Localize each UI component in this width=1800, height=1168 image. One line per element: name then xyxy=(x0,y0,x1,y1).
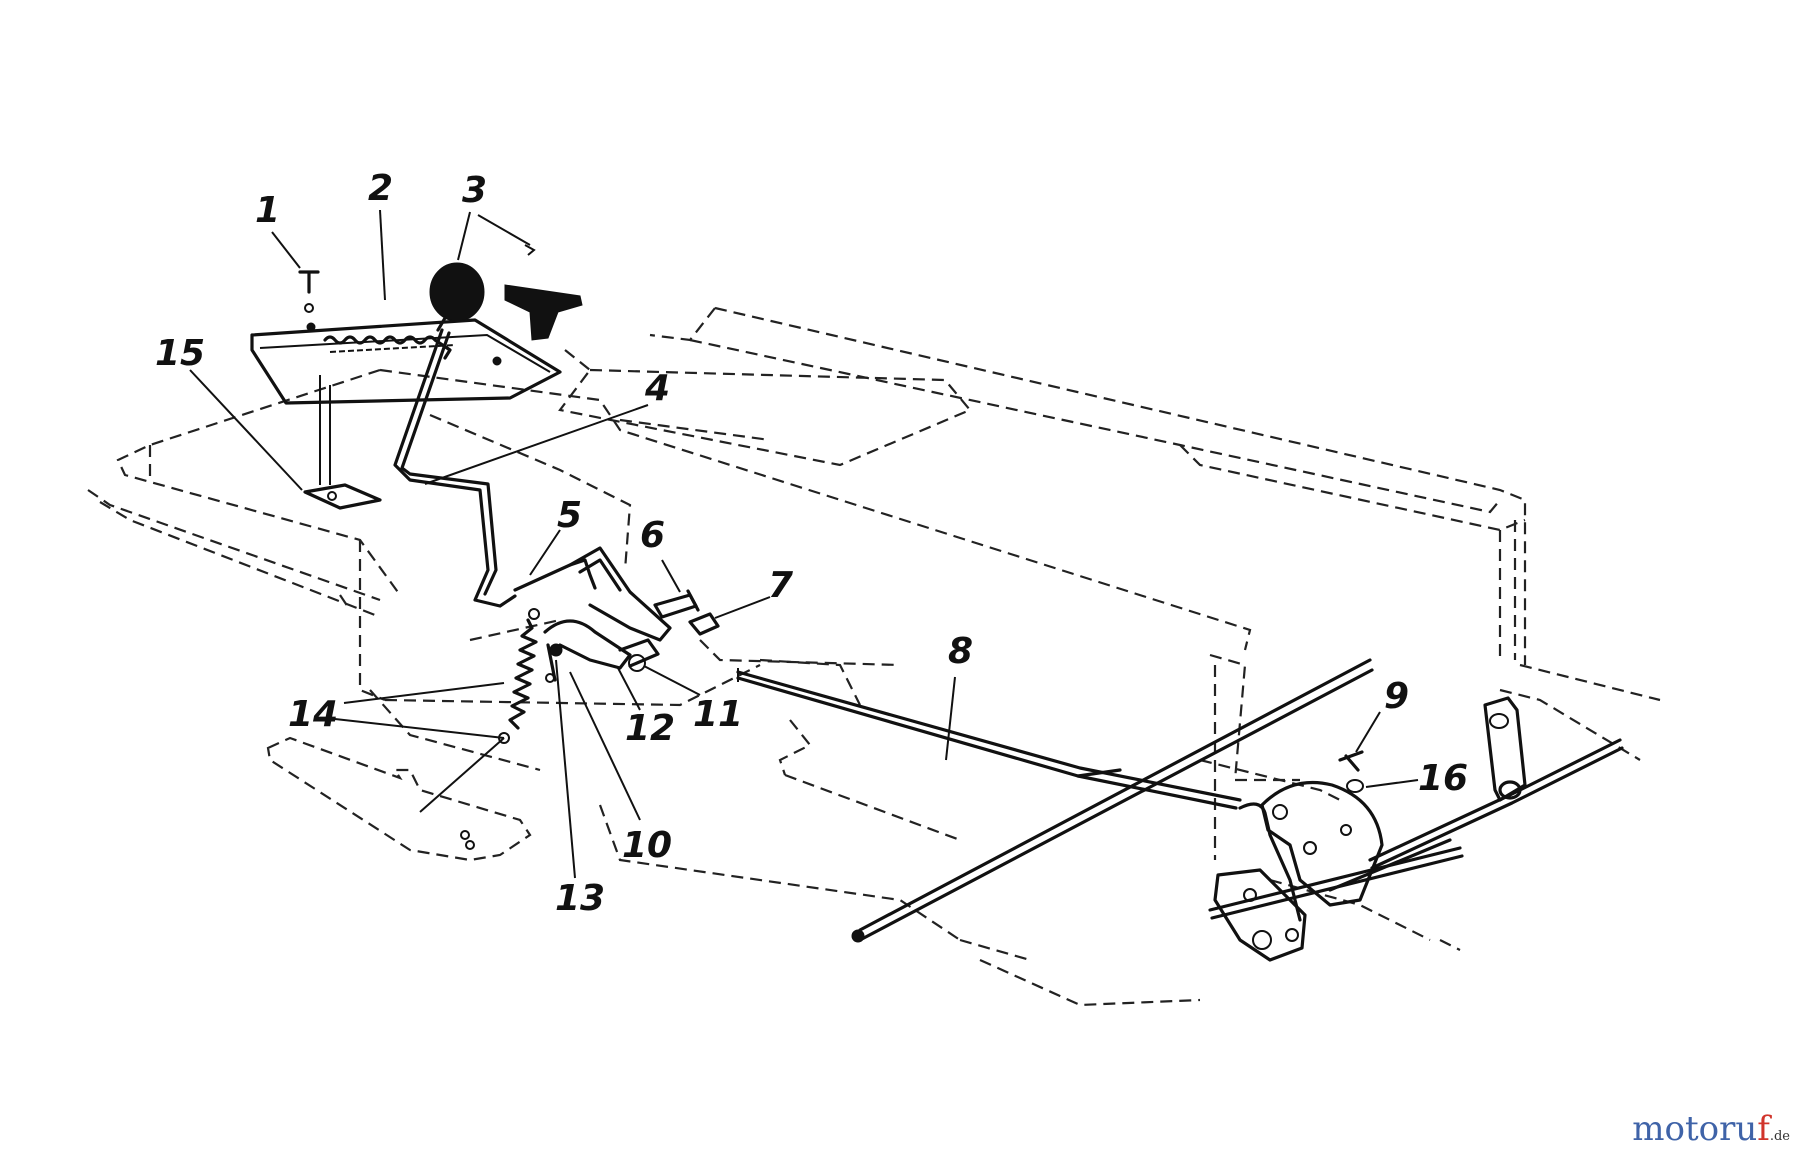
spring-icon xyxy=(498,608,540,744)
watermark-brand: motoru xyxy=(1632,1109,1758,1149)
shaft xyxy=(851,658,1374,943)
callout-15: 15 xyxy=(155,333,205,374)
callout-labels: 1 2 3 4 5 6 7 8 9 10 11 12 13 14 15 16 xyxy=(155,168,1468,919)
callout-10: 10 xyxy=(622,825,672,866)
callout-13: 13 xyxy=(555,878,605,919)
bolt-icon xyxy=(653,589,720,636)
callout-8: 8 xyxy=(948,631,973,672)
callout-7: 7 xyxy=(768,565,793,606)
foot-plate xyxy=(266,736,532,862)
bell-crank xyxy=(1208,780,1464,962)
pivot-bracket xyxy=(303,375,382,510)
callout-4: 4 xyxy=(644,368,670,409)
shift-knob-icon xyxy=(429,262,485,332)
callout-12: 12 xyxy=(625,708,675,749)
screw-icon xyxy=(298,270,320,313)
callout-1: 1 xyxy=(255,190,280,231)
watermark-accent: f xyxy=(1757,1109,1770,1149)
callout-2: 2 xyxy=(368,168,393,209)
callout-14: 14 xyxy=(288,694,338,735)
callout-11: 11 xyxy=(693,694,743,735)
callout-3: 3 xyxy=(462,170,487,211)
watermark-logo: motoruf.de xyxy=(1632,1109,1790,1149)
clip-icon xyxy=(1338,750,1364,793)
upright-bracket xyxy=(1368,696,1624,870)
frame-outline xyxy=(87,306,1661,1007)
shift-lever xyxy=(393,328,517,608)
rod xyxy=(736,668,1242,810)
callout-9: 9 xyxy=(1384,676,1409,717)
shift-plate xyxy=(250,318,562,405)
callout-16: 16 xyxy=(1418,758,1468,799)
watermark-suffix: .de xyxy=(1769,1129,1790,1144)
callout-6: 6 xyxy=(640,515,665,556)
shift-knob-alt-icon xyxy=(504,284,583,341)
callout-5: 5 xyxy=(557,495,582,536)
arm-assembly xyxy=(513,546,672,683)
leader-lines xyxy=(189,209,1419,879)
